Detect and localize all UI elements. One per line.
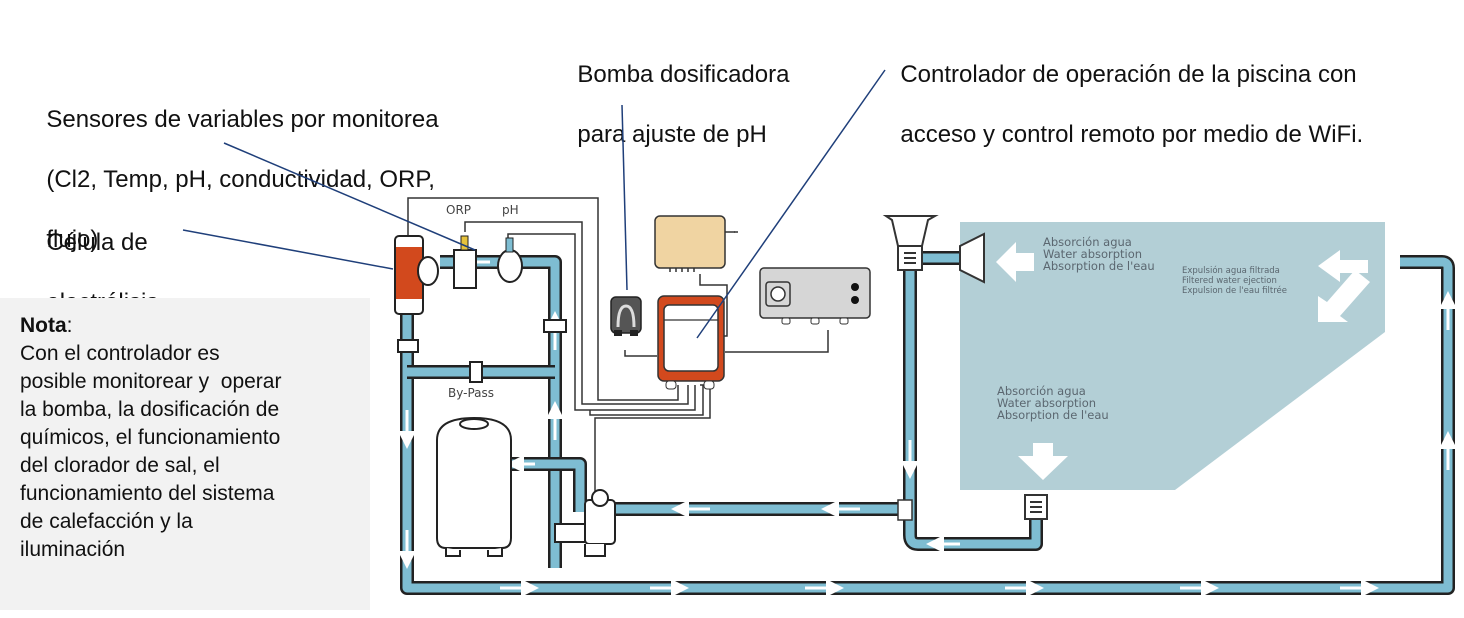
- power-supply: [654, 215, 735, 272]
- pipe-tee: [897, 499, 913, 521]
- skimmer-absorption-text: Absorción agua Water absorption Absorpti…: [1043, 235, 1155, 273]
- sensors-callout-line: Sensores de variables por monitorea: [46, 106, 439, 133]
- cell-callout-line: Célula de: [46, 229, 148, 256]
- ph-probe: [497, 237, 523, 283]
- pool-text-line: Water absorption: [1043, 247, 1142, 261]
- pool-text-line: Expulsion de l'eau filtrée: [1182, 285, 1287, 296]
- valves: [397, 319, 567, 383]
- note-box: Nota: Con el controlador es posible moni…: [0, 298, 370, 610]
- note-line: químicos, el funcionamiento: [20, 426, 281, 449]
- note-body: Con el controlador es posible monitorear…: [20, 340, 365, 564]
- orp-probe: [453, 235, 477, 289]
- wall-inlet: [959, 232, 985, 284]
- note-line: del clorador de sal, el: [20, 454, 220, 477]
- controller-callout-line: acceso y control remoto por medio de WiF…: [900, 121, 1364, 148]
- dosing-pump-callout: Bomba dosificadora para ajuste de pH: [564, 30, 789, 150]
- sensors-callout-line: flujo): [46, 226, 99, 253]
- sensors-callout: Sensores de variables por monitorea (Cl2…: [33, 75, 439, 255]
- dosing-pump-callout-line: Bomba dosificadora: [577, 61, 790, 88]
- bypass-label: By-Pass: [448, 386, 494, 400]
- pool-area: [960, 222, 1385, 490]
- note-line: de calefacción y la: [20, 510, 193, 533]
- drain-absorption-text: Absorción agua Water absorption Absorpti…: [997, 384, 1109, 422]
- bypass-valve-icon[interactable]: [469, 361, 483, 383]
- skimmer-absorption-arrow-icon: [996, 242, 1034, 282]
- drain-absorption-arrow-icon: [1018, 443, 1068, 480]
- return-ejection-text: Expulsión agua filtrada Filtered water e…: [1182, 265, 1287, 296]
- skimmer: [882, 215, 939, 271]
- controller-callout: Controlador de operación de la piscina c…: [887, 30, 1363, 150]
- sand-filter: [436, 416, 512, 557]
- pool-text-line: Absorption de l'eau: [1043, 259, 1155, 273]
- valve-icon[interactable]: [397, 339, 419, 353]
- flow-arrows: [398, 253, 1457, 597]
- pool-text-line: Expulsión agua filtrada: [1182, 265, 1280, 276]
- floor-drain: [1024, 494, 1048, 520]
- control-wires: [407, 197, 829, 500]
- pool-text-line: Absorción agua: [997, 384, 1086, 398]
- orp-label: ORP: [446, 203, 471, 217]
- circulation-pump: [554, 489, 616, 557]
- return-diagonal-arrow-icon: [1318, 270, 1370, 322]
- pool-text-line: Filtered water ejection: [1182, 276, 1277, 286]
- note-title: Nota:: [20, 312, 73, 340]
- pool-controller: [657, 295, 725, 390]
- pool-text-line: Absorption de l'eau: [997, 408, 1109, 422]
- pool-text-line: Absorción agua: [1043, 235, 1132, 249]
- sensors-callout-line: (Cl2, Temp, pH, conductividad, ORP,: [46, 166, 435, 193]
- note-line: funcionamiento del sistema: [20, 482, 275, 505]
- electrolysis-cell: [394, 235, 439, 315]
- note-line: Con el controlador es: [20, 342, 220, 365]
- note-line: iluminación: [20, 538, 126, 561]
- controller-callout-line: Controlador de operación de la piscina c…: [900, 61, 1357, 88]
- heater-unit: [759, 267, 871, 325]
- leader-lines: [182, 69, 886, 339]
- pool-text-line: Water absorption: [997, 396, 1096, 410]
- note-title-text: Nota: [20, 314, 67, 337]
- dosing-pump-callout-line: para ajuste de pH: [577, 121, 767, 148]
- return-left-arrow-icon: [1318, 250, 1368, 282]
- note-line: posible monitorear y operar: [20, 370, 282, 393]
- note-title-colon: :: [66, 314, 73, 337]
- dosing-pump: [610, 296, 642, 336]
- valve-icon[interactable]: [543, 319, 567, 333]
- note-line: la bomba, la dosificación de: [20, 398, 280, 421]
- ph-label: pH: [502, 203, 519, 217]
